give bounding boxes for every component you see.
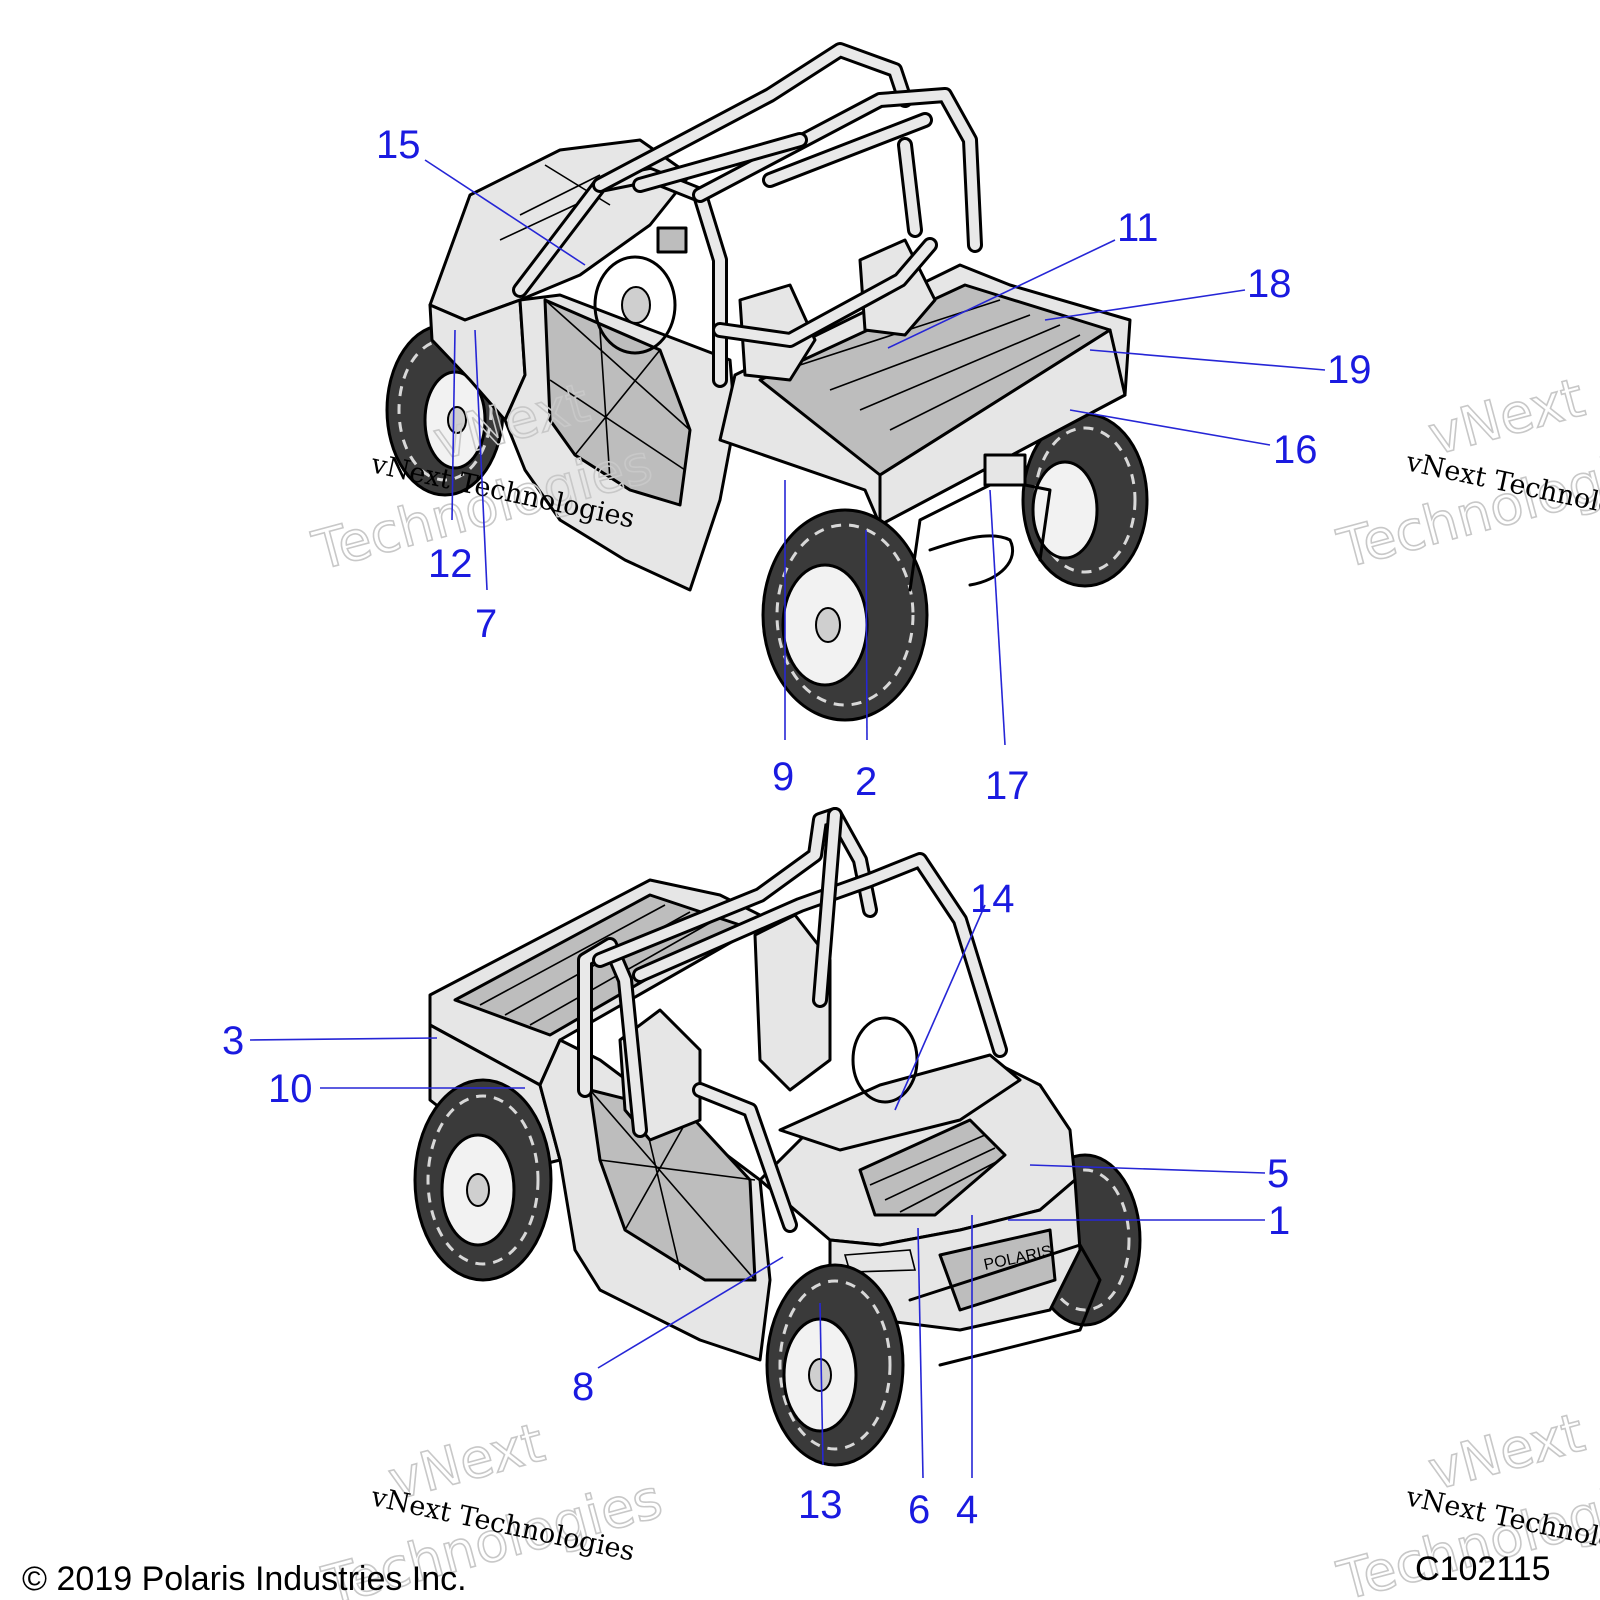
callout-11: 11 [1117,206,1159,250]
callout-numbers: 15 11 18 19 16 12 7 9 2 17 14 3 10 5 1 8… [222,123,1372,1532]
watermark-top-right: vNext Technologies vNext Technologies [1330,365,1600,582]
cargo-tailgate [878,328,1127,527]
front-grille [938,1228,1057,1312]
leader-lines [249,159,1326,1479]
front-wheel-left-front-view [765,1263,905,1467]
leader-3 [249,1037,438,1041]
figure-id: C102115 [1415,1550,1551,1588]
leader-2 [865,529,868,741]
callout-14: 14 [970,877,1015,921]
roll-cage-rear-view [512,42,983,388]
copyright-text: © 2019 Polaris Industries Inc. [22,1560,467,1598]
leader-13 [819,1302,824,1466]
vehicle-front-view: POLARIS [413,807,1142,1467]
callout-15: 15 [376,123,421,167]
leader-12 [451,329,456,521]
callout-13: 13 [798,1483,843,1527]
callout-19: 19 [1327,348,1372,392]
front-bumper [908,1243,1102,1367]
callout-5: 5 [1267,1152,1289,1196]
callout-17: 17 [985,764,1030,808]
callout-9: 9 [772,755,794,799]
leader-15 [424,159,586,266]
svg-text:vNext: vNext [1422,366,1591,468]
leader-16 [1069,409,1271,446]
callout-3: 3 [222,1019,244,1063]
rear-wheel-right [1021,412,1149,588]
callout-7: 7 [475,602,497,646]
callout-18: 18 [1247,262,1292,306]
leader-18 [1044,289,1246,321]
rear-wheel-left-front-view [413,1078,553,1282]
rear-light [983,453,1027,487]
callout-1: 1 [1268,1199,1290,1243]
leader-6 [917,1227,924,1479]
hood-vent [858,1118,1007,1217]
callout-8: 8 [572,1365,594,1409]
rear-wheel-left [761,508,929,722]
callout-10: 10 [268,1067,313,1111]
leader-8 [597,1256,784,1369]
leader-7 [474,329,488,591]
roll-cage-front-view [577,807,1008,1233]
callout-4: 4 [956,1488,978,1532]
callout-12: 12 [428,542,473,586]
callout-2: 2 [855,760,877,804]
dashboard-front-view [778,1053,1022,1152]
leader-19 [1089,349,1326,371]
callout-6: 6 [908,1488,930,1532]
svg-text:vNext: vNext [1422,1401,1591,1503]
steering-wheel-rear-view [593,255,677,355]
leader-14 [894,904,986,1111]
leader-11 [887,239,1116,349]
callout-16: 16 [1273,428,1318,472]
vehicle-rear-view [385,42,1149,722]
leader-17 [989,489,1006,746]
leader-5 [1029,1164,1266,1174]
dash-display [656,226,688,254]
